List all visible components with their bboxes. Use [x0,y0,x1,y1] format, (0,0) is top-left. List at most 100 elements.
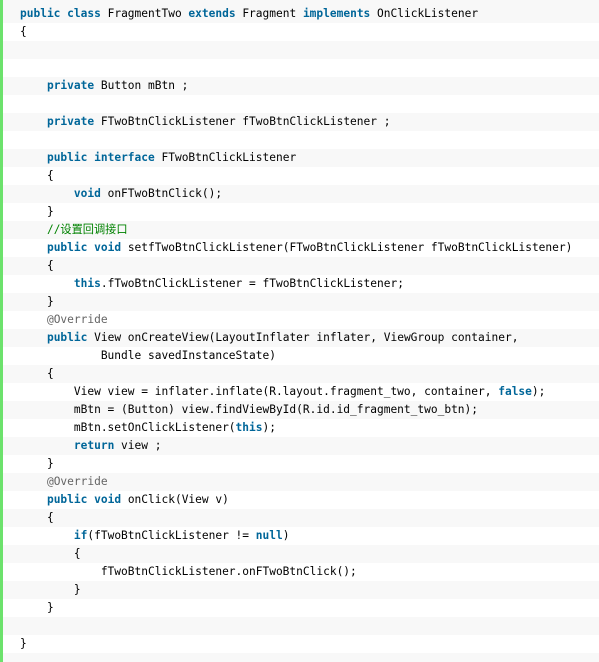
code-text: View view = inflater.inflate(R.layout.fr… [20,385,499,398]
code-text: OnClickListener [370,7,479,20]
code-keyword: class [67,7,101,20]
code-text: { [20,259,54,272]
code-keyword: private [46,79,95,92]
code-text [20,439,74,452]
code-text [20,151,47,164]
code-text [20,313,47,326]
code-text [20,331,47,344]
code-text: { [20,25,27,38]
code-line: } [3,293,599,311]
code-line: return view ; [3,437,599,455]
code-line [3,59,599,77]
code-text: } [20,637,27,650]
code-comment: //设置回调接口 [46,223,128,236]
code-line: } [3,455,599,473]
code-text: ) [282,529,290,542]
code-line: private FTwoBtnClickListener fTwoBtnClic… [3,113,599,131]
code-annotation: @Override [46,313,108,326]
code-line: public void setfTwoBtnClickListener(FTwo… [3,239,599,257]
code-text: (fTwoBtnClickListener != [87,529,256,542]
code-text [20,79,47,92]
code-keyword: implements [302,7,371,20]
code-keyword: void [94,241,122,254]
code-line: fTwoBtnClickListener.onFTwoBtnClick(); [3,563,599,581]
code-text [20,493,47,506]
code-keyword: void [73,187,101,200]
code-line: mBtn.setOnClickListener(this); [3,419,599,437]
code-line: //设置回调接口 [3,221,599,239]
code-line: this.fTwoBtnClickListener = fTwoBtnClick… [3,275,599,293]
code-line [3,95,599,113]
code-text: setfTwoBtnClickListener(FTwoBtnClickList… [121,241,573,254]
code-line: } [3,599,599,617]
code-text [20,277,74,290]
code-text [20,115,47,128]
code-text: onFTwoBtnClick(); [100,187,223,200]
code-line: { [3,509,599,527]
code-line: } [3,581,599,599]
code-text: } [20,583,81,596]
code-text: { [20,511,54,524]
code-keyword: extends [188,7,236,20]
code-keyword: this [235,421,263,434]
code-text: FTwoBtnClickListener fTwoBtnClickListene… [94,115,391,128]
code-line: } [3,635,599,653]
code-text: FTwoBtnClickListener [154,151,297,164]
code-line: } [3,203,599,221]
code-keyword: void [94,493,122,506]
code-text: view ; [114,439,162,452]
code-text: } [20,457,54,470]
code-keyword: public [20,7,61,20]
code-text [20,223,47,236]
code-text: onClick(View v) [121,493,229,506]
code-line [3,617,599,635]
code-line: { [3,545,599,563]
code-text: Button mBtn ; [94,79,189,92]
code-keyword: null [255,529,283,542]
code-text: mBtn = (Button) view.findViewById(R.id.i… [20,403,479,416]
code-text: View onCreateView(LayoutInflater inflate… [87,331,519,344]
code-line: Bundle savedInstanceState) [3,347,599,365]
code-text: { [20,547,81,560]
code-text: } [20,601,54,614]
code-keyword: if [73,529,88,542]
code-line: { [3,167,599,185]
code-line: { [3,23,599,41]
code-text: } [20,295,54,308]
code-line [3,41,599,59]
code-text: .fTwoBtnClickListener = fTwoBtnClickList… [100,277,404,290]
code-text [20,187,74,200]
code-keyword: false [498,385,532,398]
code-line: public View onCreateView(LayoutInflater … [3,329,599,347]
code-text: Fragment [235,7,303,20]
code-keyword: interface [94,151,155,164]
code-line: void onFTwoBtnClick(); [3,185,599,203]
code-text: { [20,367,54,380]
code-text [20,241,47,254]
code-line: @Override [3,473,599,491]
code-line: private Button mBtn ; [3,77,599,95]
code-text: ); [262,421,276,434]
code-line: @Override [3,311,599,329]
code-line: mBtn = (Button) view.findViewById(R.id.i… [3,401,599,419]
code-text: } [20,205,54,218]
code-line: { [3,365,599,383]
code-lines: public class FragmentTwo extends Fragmen… [3,5,599,653]
code-keyword: return [73,439,115,452]
code-annotation: @Override [46,475,108,488]
code-text: fTwoBtnClickListener.onFTwoBtnClick(); [20,565,357,578]
code-keyword: public [46,331,88,344]
code-line: View view = inflater.inflate(R.layout.fr… [3,383,599,401]
code-text: { [20,169,54,182]
code-line: if(fTwoBtnClickListener != null) [3,527,599,545]
code-text: FragmentTwo [100,7,189,20]
code-line [3,131,599,149]
code-keyword: public [46,151,88,164]
code-text: Bundle savedInstanceState) [20,349,276,362]
code-keyword: this [73,277,101,290]
code-keyword: private [46,115,95,128]
code-line: public interface FTwoBtnClickListener [3,149,599,167]
code-keyword: public [46,493,88,506]
code-line: { [3,257,599,275]
